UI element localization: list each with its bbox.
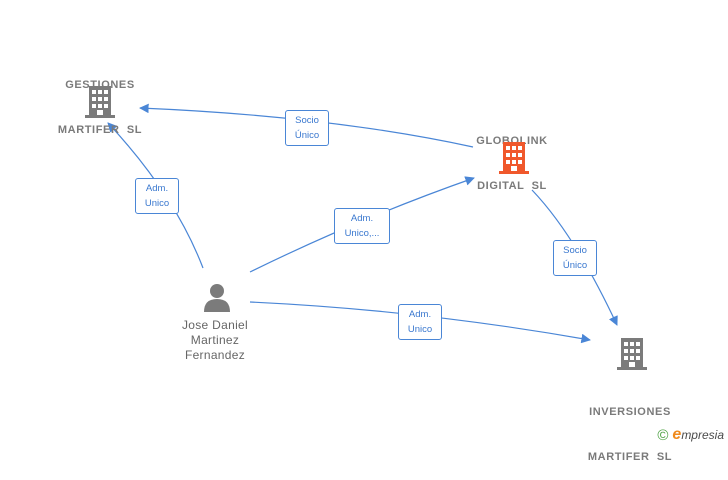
edge-label-line2: Unico,... — [344, 228, 380, 239]
edge-label-line1: Socio — [295, 115, 319, 126]
edge-label-adm-unico-more[interactable]: Adm. Unico,... — [334, 208, 390, 244]
person-label[interactable]: Jose Daniel Martinez Fernandez — [155, 318, 275, 363]
globolink-label-line2: DIGITAL SL — [477, 180, 547, 192]
person-icon[interactable] — [202, 282, 232, 312]
brand-name-rest: mpresia — [681, 428, 724, 442]
edge-label-socio-unico[interactable]: Socio Único — [553, 240, 597, 276]
edge-label-line1: Adm. — [145, 183, 169, 194]
edge-label-line1: Adm. — [350, 213, 374, 224]
edge-label-line1: Socio — [563, 245, 587, 256]
edge-label-adm-unico[interactable]: Adm. Unico — [398, 304, 442, 340]
person-label-line2: Martinez — [190, 333, 240, 347]
inversiones-label-line1: INVERSIONES — [589, 406, 671, 418]
gestiones-label-line2: MARTIFER SL — [57, 124, 143, 136]
edge-label-line2: Único — [294, 130, 320, 141]
edge-label-adm-unico[interactable]: Adm. Unico — [135, 178, 179, 214]
building-icon-highlighted[interactable] — [498, 140, 530, 174]
edge-label-line2: Unico — [407, 324, 433, 335]
building-icon[interactable] — [616, 336, 648, 370]
edge-label-line2: Único — [562, 260, 588, 271]
person-label-line3: Fernandez — [184, 348, 246, 362]
copyright-symbol: © — [657, 427, 669, 444]
globolink-label-line1: GLOBOLINK — [476, 135, 548, 147]
edge-label-line2: Unico — [144, 198, 170, 209]
building-icon[interactable] — [84, 84, 116, 118]
edge-label-socio-unico[interactable]: Socio Único — [285, 110, 329, 146]
edge-label-line1: Adm. — [408, 309, 432, 320]
globolink-digital-label[interactable]: GLOBOLINK DIGITAL SL — [452, 104, 572, 209]
gestiones-martifer-label[interactable]: GESTIONES MARTIFER SL — [40, 48, 160, 153]
inversiones-label-line2: MARTIFER SL — [587, 451, 673, 463]
gestiones-label-line1: GESTIONES — [65, 79, 135, 91]
empresia-logo[interactable]: ©empresia — [657, 426, 724, 444]
person-label-line1: Jose Daniel — [181, 318, 248, 332]
brand-initial: e — [672, 426, 682, 443]
